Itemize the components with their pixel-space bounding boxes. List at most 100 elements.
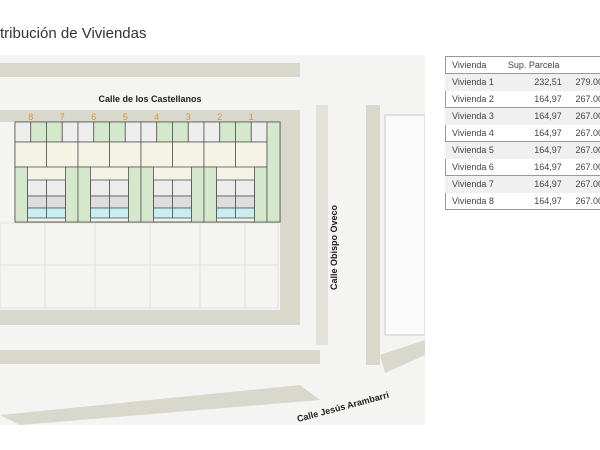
garden: [46, 121, 63, 143]
table-cell: 164,97: [534, 94, 562, 104]
table-cell: Vivienda 7: [452, 179, 494, 189]
house: [109, 141, 142, 168]
garden: [109, 121, 126, 143]
garden: [190, 166, 205, 223]
table-row: Vivienda 2 164,97 267.000: [445, 90, 600, 108]
patio: [235, 195, 255, 209]
table-cell: 164,97: [534, 128, 562, 138]
housing-table: Vivienda Sup. Parcela Vivienda 1 232,51 27…: [445, 56, 600, 210]
room: [90, 179, 110, 197]
table-cell: 267.000: [575, 128, 600, 138]
garden: [77, 166, 92, 223]
housing-unit: [109, 121, 142, 223]
pool: [235, 207, 255, 219]
table-cell: Vivienda 5: [452, 145, 494, 155]
road-sidewalk: [0, 63, 300, 77]
table-cell: Vivienda 8: [452, 196, 494, 206]
garden: [172, 121, 189, 143]
patio: [46, 195, 66, 209]
garden: [253, 166, 268, 223]
table-cell: 267.000: [575, 145, 600, 155]
garden: [77, 121, 95, 143]
garden: [93, 121, 110, 143]
room: [109, 179, 129, 197]
street-label: Calle Obispo Oveco: [329, 204, 339, 290]
house: [46, 141, 79, 168]
garden: [61, 121, 79, 143]
pool: [27, 207, 47, 219]
table-cell: Vivienda 4: [452, 128, 494, 138]
garden: [14, 121, 32, 143]
pool: [109, 207, 129, 219]
garden: [65, 166, 79, 223]
table-cell: Vivienda 6: [452, 162, 494, 172]
housing-block: [14, 121, 281, 223]
garden: [140, 121, 158, 143]
lot-number: 8: [28, 112, 33, 122]
patio: [90, 195, 110, 209]
house: [140, 141, 173, 168]
garden: [124, 121, 142, 143]
patio: [109, 195, 129, 209]
header-cell: Sup. Parcela: [507, 60, 560, 70]
patio: [153, 195, 173, 209]
house: [203, 141, 236, 168]
header-cell: Vivienda: [452, 60, 487, 70]
house: [235, 141, 268, 168]
garden: [156, 121, 173, 143]
lot-number: 5: [123, 112, 128, 122]
lot-number: 1: [249, 112, 254, 122]
garden: [266, 121, 281, 223]
page-title: tribución de Viviendas: [0, 25, 147, 42]
pool: [216, 207, 236, 219]
table-header: Vivienda Sup. Parcela: [445, 56, 600, 74]
garden: [203, 166, 218, 223]
garden: [140, 166, 155, 223]
lot-number: 2: [217, 112, 222, 122]
garden: [127, 166, 142, 223]
garden: [14, 166, 29, 223]
house: [77, 141, 110, 168]
table-cell: 232,51: [534, 77, 562, 87]
pool: [46, 207, 66, 219]
table-cell: 267.000: [575, 111, 600, 121]
patio: [216, 195, 236, 209]
table-cell: 267.000: [575, 179, 600, 189]
room: [27, 179, 47, 197]
table-cell: 164,97: [534, 145, 562, 155]
housing-unit: [235, 121, 268, 223]
table-cell: 164,97: [534, 162, 562, 172]
table-row: Vivienda 8 164,97 267.000: [445, 192, 600, 210]
housing-unit: [14, 121, 47, 223]
table-cell: 164,97: [534, 179, 562, 189]
room: [216, 179, 236, 197]
garden: [30, 121, 47, 143]
house: [14, 141, 47, 168]
table-cell: Vivienda 2: [452, 94, 494, 104]
table-row: Vivienda 7 164,97 267.000: [445, 175, 600, 193]
pool: [172, 207, 192, 219]
table-cell: Vivienda 1: [452, 77, 494, 87]
table-cell: 164,97: [534, 111, 562, 121]
garden: [187, 121, 205, 143]
table-cell: Vivienda 3: [452, 111, 494, 121]
pool: [90, 207, 110, 219]
lot-number: 6: [91, 112, 96, 122]
garden: [219, 121, 236, 143]
housing-unit: [203, 121, 236, 223]
table-cell: 267.000: [575, 196, 600, 206]
housing-unit: [140, 121, 173, 223]
table-cell: 279.000: [575, 77, 600, 87]
table-cell: 267.000: [575, 94, 600, 104]
table-cell: 164,97: [534, 196, 562, 206]
room: [172, 179, 192, 197]
lot-number: 4: [154, 112, 159, 122]
lot-number: 3: [186, 112, 191, 122]
room: [153, 179, 173, 197]
lot-number: 7: [60, 112, 65, 122]
patio: [27, 195, 47, 209]
table-row: Vivienda 4 164,97 267.000: [445, 124, 600, 142]
room: [46, 179, 66, 197]
